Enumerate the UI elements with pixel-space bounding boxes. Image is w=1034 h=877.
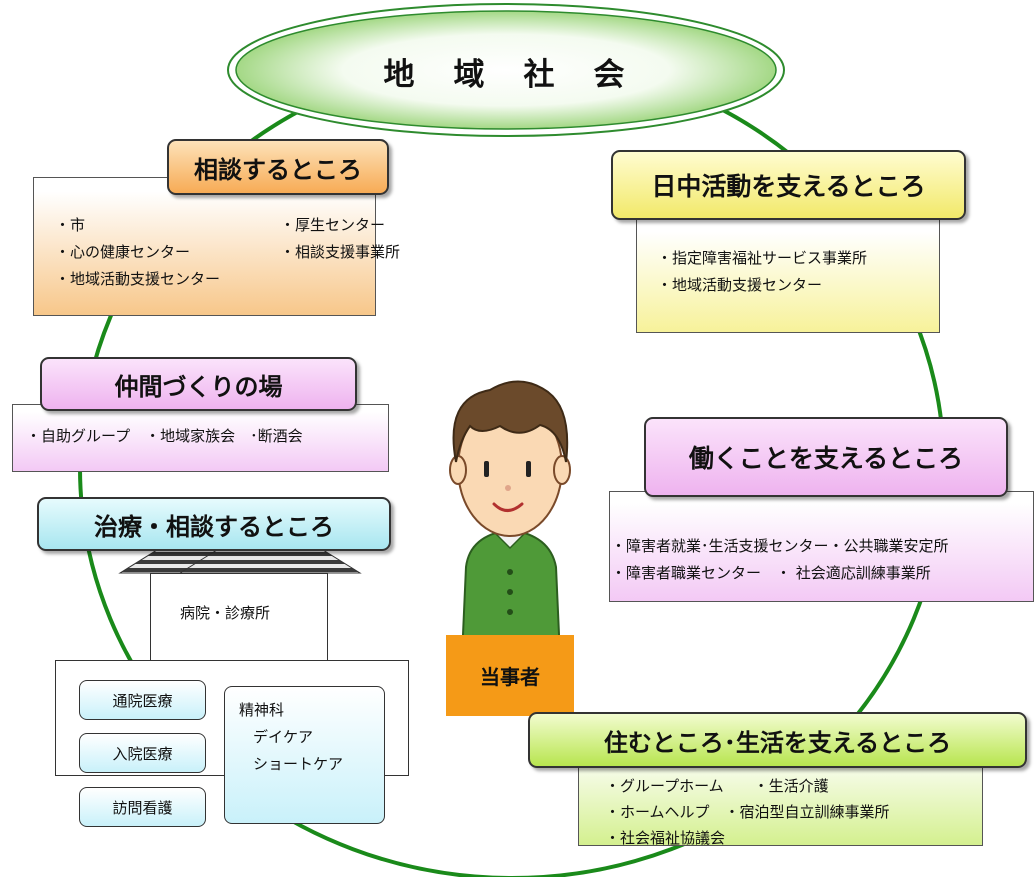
sumu-item: ・グループホーム ・生活介護 (605, 777, 829, 795)
chiryo-heading: 治療・相談するところ (37, 497, 391, 551)
nicchu-panel (636, 213, 940, 333)
hataraku-item: ・障害者就業･生活支援センター・公共職業安定所 (611, 537, 949, 555)
hataraku-heading: 働くことを支えるところ (644, 417, 1008, 497)
hospital-building (150, 573, 328, 661)
psychiatry-daycare: デイケア (253, 728, 314, 746)
sumu-item: ・社会福祉協議会 (605, 829, 726, 847)
title-community: 地 域 社 会 (383, 56, 629, 93)
psychiatry-box: 精神科 デイケア ショートケア (224, 686, 385, 824)
nakama-heading: 仲間づくりの場 (40, 357, 357, 411)
hataraku-item: ・障害者職業センター ・ 社会適応訓練事業所 (611, 564, 931, 582)
sumu-heading: 住むところ･生活を支えるところ (528, 712, 1027, 768)
soudan-item: ・厚生センター (280, 216, 386, 234)
person-label: 当事者 (446, 635, 574, 716)
nicchu-item: ・指定障害福祉サービス事業所 (657, 249, 868, 267)
psychiatry-title: 精神科 (239, 701, 285, 719)
sumu-item: ・ホームヘルプ ・宿泊型自立訓練事業所 (605, 803, 890, 821)
service-outpatient: 通院医療 (79, 680, 206, 720)
soudan-item: ・市 (55, 216, 86, 234)
psychiatry-shortcare: ショートケア (253, 755, 344, 773)
soudan-item: ・地域活動支援センター (55, 270, 221, 288)
service-inpatient: 入院医療 (79, 733, 206, 773)
service-home-nursing: 訪問看護 (79, 787, 206, 827)
soudan-item: ・心の健康センター (55, 243, 191, 261)
hospital-label: 病院・診療所 (180, 604, 271, 622)
hataraku-panel (609, 491, 1034, 602)
nakama-item: ・自助グループ ・地域家族会 ･断酒会 (26, 427, 303, 445)
soudan-heading: 相談するところ (167, 139, 389, 195)
nicchu-heading: 日中活動を支えるところ (611, 150, 966, 220)
title-oval-inner (235, 10, 777, 130)
person-illustration (449, 380, 571, 658)
nicchu-item: ・地域活動支援センター (657, 276, 823, 294)
soudan-item: ・相談支援事業所 (280, 243, 401, 261)
